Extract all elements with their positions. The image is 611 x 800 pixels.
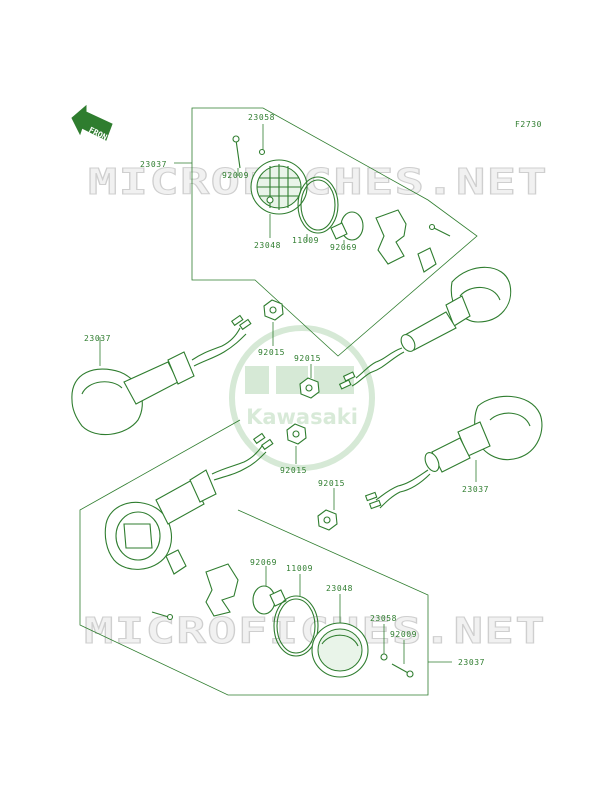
upper-gasket-ring: [297, 176, 339, 234]
lower-group-outline: [79, 419, 429, 696]
part-label: 92015: [318, 479, 345, 488]
lower-gasket-ring: [273, 595, 319, 657]
part-label: 23037: [462, 485, 489, 494]
nut-lower-left: [286, 423, 307, 445]
part-label: 92015: [280, 466, 307, 475]
part-label: 23037: [84, 334, 111, 343]
left-rear-signal: [104, 432, 274, 570]
upper-group-outline: [191, 107, 478, 357]
upper-washer-23058: [258, 148, 266, 156]
right-front-signal: [338, 266, 512, 390]
lower-socket: [205, 563, 239, 617]
upper-clip: [417, 247, 437, 273]
part-label: 23048: [326, 584, 353, 593]
left-front-signal: [71, 314, 252, 436]
upper-lens: [250, 159, 308, 215]
lower-bulb: [252, 585, 287, 615]
part-label: 23058: [248, 113, 275, 122]
nut-upper-right: [299, 377, 320, 399]
upper-screw-92009: [235, 139, 241, 169]
part-label: 92069: [330, 243, 357, 252]
lower-washer-23058: [380, 653, 388, 661]
leader-lines: [99, 124, 477, 664]
part-label: 23058: [370, 614, 397, 623]
part-label: 92009: [390, 630, 417, 639]
part-label: 92069: [250, 558, 277, 567]
part-label: 23048: [254, 241, 281, 250]
nut-upper-left: [263, 299, 284, 321]
part-label: 23037: [140, 160, 167, 169]
part-label: 92015: [294, 354, 321, 363]
upper-bulb: [330, 211, 364, 241]
logo-text: Kawasaki: [246, 405, 358, 429]
kawasaki-logo: Kawasaki: [229, 325, 375, 471]
right-rear-signal: [364, 395, 543, 510]
part-label: 11009: [292, 236, 319, 245]
part-label: 92009: [222, 171, 249, 180]
part-label: 11009: [286, 564, 313, 573]
figure-code: F2730: [515, 120, 542, 129]
lower-clip: [165, 549, 187, 575]
part-label: 23037: [458, 658, 485, 667]
upper-socket: [375, 209, 407, 265]
watermark-top: MICROFICHES.NET: [88, 162, 548, 203]
nut-lower-right: [317, 509, 338, 531]
front-arrow-icon: FRONT: [71, 104, 113, 144]
part-label: 92015: [258, 348, 285, 357]
lower-lens: [311, 622, 369, 678]
